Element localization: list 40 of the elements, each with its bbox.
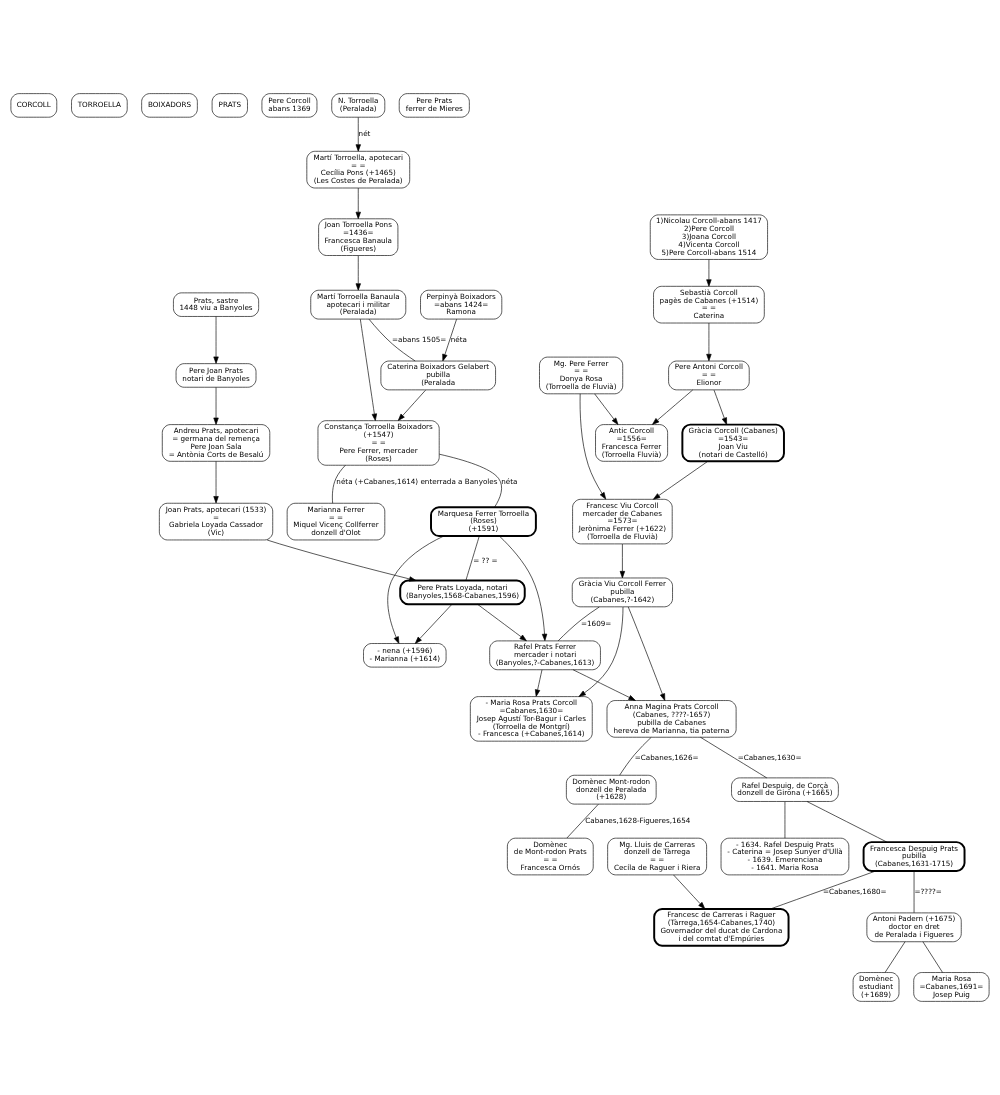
connector <box>700 736 768 779</box>
connector <box>557 606 600 642</box>
arrow <box>355 117 361 152</box>
arrow <box>673 874 706 910</box>
connector <box>884 941 906 973</box>
arrow <box>594 393 619 425</box>
arrow <box>355 255 361 291</box>
arrow <box>713 389 727 425</box>
arrow <box>266 539 417 582</box>
arrow <box>706 259 712 287</box>
arrow <box>442 318 457 362</box>
arrow <box>619 543 626 579</box>
arrow <box>213 316 219 364</box>
arrow <box>360 318 377 421</box>
arrow <box>572 669 636 701</box>
connector <box>465 535 480 581</box>
arrow <box>578 606 624 697</box>
arrow <box>477 603 527 642</box>
connector <box>439 453 502 508</box>
arrow <box>213 461 219 504</box>
connector <box>332 464 346 504</box>
arrow <box>627 606 666 701</box>
connector <box>566 803 599 839</box>
arrow <box>397 389 426 421</box>
arrow <box>652 389 694 425</box>
arrow <box>653 461 709 500</box>
arrow <box>355 187 361 220</box>
arrow <box>387 535 445 644</box>
arrow <box>579 393 607 500</box>
connector <box>922 941 943 973</box>
arrow <box>499 535 548 642</box>
arrow <box>706 322 712 362</box>
arrow <box>415 604 453 644</box>
arrow <box>213 387 219 425</box>
arrow <box>534 669 543 697</box>
connector <box>368 318 416 362</box>
connector <box>806 801 888 843</box>
connector <box>784 801 786 839</box>
connector <box>770 870 877 910</box>
connector <box>913 870 915 914</box>
